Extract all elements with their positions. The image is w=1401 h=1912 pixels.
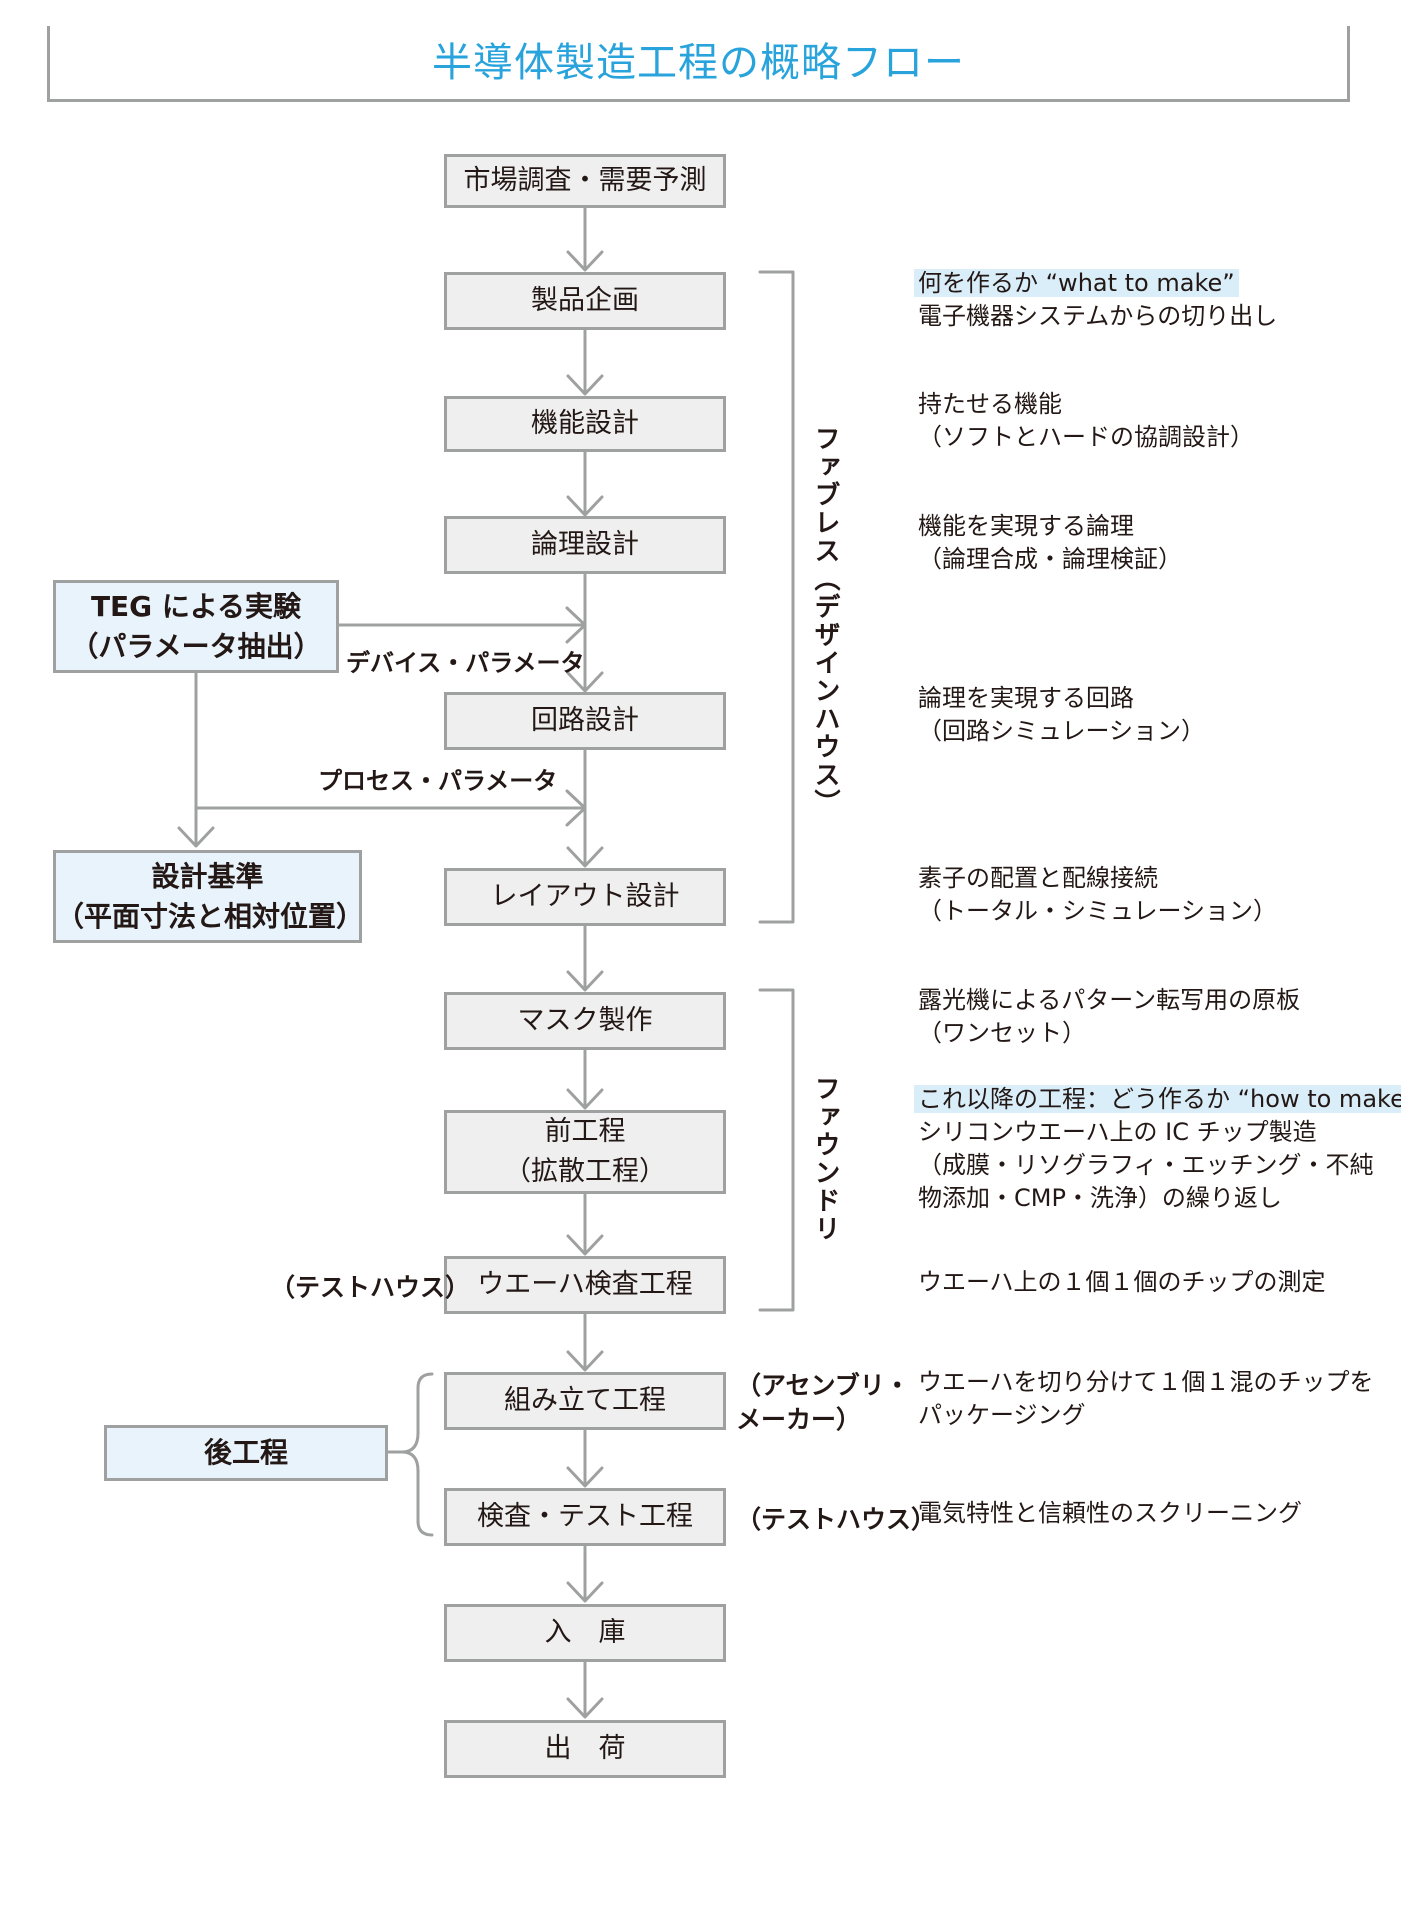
design-rules-box: 設計基準 （平面寸法と相対位置） [53, 850, 365, 943]
arrow-device-parameter [337, 606, 587, 644]
note-line: 電子機器システムからの切り出し [918, 302, 1278, 330]
arrow-1-2 [566, 206, 604, 272]
back-process-brace [400, 1372, 434, 1537]
note-line: 物添加・CMP・洗浄）の繰り返し [918, 1184, 1282, 1212]
step-label: 論理設計 [531, 529, 639, 560]
step-label: 製品企画 [531, 285, 639, 316]
arrow-9-10 [566, 1312, 604, 1372]
step-label: 回路設計 [531, 705, 639, 736]
arrow-7-8 [566, 1048, 604, 1110]
note-line: 電気特性と信頼性のスクリーニング [918, 1499, 1302, 1527]
page-title: 半導体製造工程の概略フロー [432, 40, 965, 86]
note-wafer-inspection: ウエーハ上の１個１個のチップの測定 [918, 1266, 1326, 1299]
step-market-research: 市場調査・需要予測 [444, 154, 726, 208]
note-line: シリコンウエーハ上の IC チップ製造 [918, 1118, 1317, 1146]
note-line: （論理合成・論理検証） [918, 545, 1182, 573]
foundry-label: ファウンドリ [810, 1075, 840, 1243]
arrow-4-5 [566, 572, 604, 693]
note-line: パッケージング [918, 1401, 1086, 1429]
step-label: 出 荷 [544, 1733, 626, 1764]
note-line: 論理を実現する回路 [918, 684, 1134, 712]
fabless-label: ファブレス（デザインハウス） [810, 425, 840, 817]
arrow-teg-to-design [177, 671, 215, 848]
teg-label-line1: TEG による実験 [90, 589, 302, 623]
note-line: （ワンセット） [918, 1019, 1086, 1047]
note-line: ウエーハを切り分けて１個１混のチップを [918, 1368, 1374, 1396]
note-function-design: 持たせる機能 （ソフトとハードの協調設計） [918, 388, 1254, 454]
note-line: （トータル・シミュレーション） [918, 897, 1278, 925]
note-line: （成膜・リソグラフィ・エッチング・不純 [918, 1151, 1374, 1179]
step-label: ウエーハ検査工程 [477, 1269, 693, 1300]
arrow-6-7 [566, 924, 604, 992]
note-product-planning: 何を作るか “what to make” 電子機器システムからの切り出し [914, 267, 1278, 333]
note-logic-design: 機能を実現する論理 （論理合成・論理検証） [918, 510, 1182, 576]
design-rules-label-line1: 設計基準 [151, 859, 264, 893]
design-rules-label-line2: （平面寸法と相対位置） [56, 899, 365, 933]
arrow-12-13 [566, 1660, 604, 1719]
device-parameter-label: デバイス・パラメータ [346, 649, 585, 677]
arrow-3-4 [566, 450, 604, 517]
step-label-line1: 前工程 [544, 1116, 626, 1147]
step-function-design: 機能設計 [444, 396, 726, 452]
step-label: レイアウト設計 [490, 881, 680, 912]
note-line: 持たせる機能 [918, 390, 1062, 418]
back-process-label: 後工程 [203, 1436, 288, 1469]
process-parameter-label: プロセス・パラメータ [318, 767, 558, 795]
step-mask-fabrication: マスク製作 [444, 992, 726, 1050]
step-assembly: 組み立て工程 [444, 1372, 726, 1430]
teg-experiment-box: TEG による実験 （パラメータ抽出） [53, 580, 339, 673]
note-circuit-design: 論理を実現する回路 （回路シミュレーション） [918, 682, 1205, 748]
step-label: 機能設計 [531, 408, 639, 439]
arrow-process-parameter [194, 789, 587, 827]
step-layout-design: レイアウト設計 [444, 868, 726, 926]
arrow-10-11 [566, 1428, 604, 1488]
step-warehousing: 入 庫 [444, 1604, 726, 1662]
step-logic-design: 論理設計 [444, 516, 726, 574]
note-line: ウエーハ上の１個１個のチップの測定 [918, 1268, 1326, 1296]
step-label: 入 庫 [544, 1617, 626, 1648]
step-label-line2: （拡散工程） [504, 1156, 666, 1187]
test-house-label-2: （テストハウス） [736, 1505, 937, 1534]
note-front-end-process: これ以降の工程：どう作るか “how to make” シリコンウエーハ上の I… [914, 1083, 1401, 1215]
step-label: 組み立て工程 [504, 1385, 666, 1416]
arrow-2-3 [566, 328, 604, 396]
step-wafer-inspection: ウエーハ検査工程 [444, 1256, 726, 1314]
note-line: （ソフトとハードの協調設計） [918, 423, 1254, 451]
test-house-label-1: （テストハウス） [270, 1273, 471, 1302]
step-label: 検査・テスト工程 [477, 1501, 693, 1532]
step-label: 市場調査・需要予測 [463, 165, 707, 196]
assembly-maker-label-line1: （アセンブリ・ [736, 1371, 910, 1400]
step-product-planning: 製品企画 [444, 272, 726, 330]
fabless-bracket [758, 270, 795, 924]
step-front-end-process: 前工程 （拡散工程） [444, 1110, 726, 1194]
note-line: 機能を実現する論理 [918, 512, 1134, 540]
step-circuit-design: 回路設計 [444, 692, 726, 750]
note-line: 露光機によるパターン転写用の原板 [918, 986, 1301, 1014]
note-highlight: これ以降の工程：どう作るか “how to make” [914, 1085, 1401, 1113]
back-process-box: 後工程 [104, 1425, 388, 1481]
note-layout-design: 素子の配置と配線接続 （トータル・シミュレーション） [918, 862, 1277, 928]
arrow-11-12 [566, 1544, 604, 1603]
step-test: 検査・テスト工程 [444, 1488, 726, 1546]
teg-label-line2: （パラメータ抽出） [70, 629, 322, 663]
note-line: 素子の配置と配線接続 [918, 864, 1158, 892]
note-highlight: 何を作るか “what to make” [914, 269, 1239, 297]
assembly-maker-label-line2: メーカー） [736, 1405, 862, 1434]
note-test: 電気特性と信頼性のスクリーニング [918, 1497, 1302, 1530]
note-mask-fabrication: 露光機によるパターン転写用の原板 （ワンセット） [918, 984, 1300, 1050]
note-line: （回路シミュレーション） [918, 717, 1206, 745]
foundry-bracket [758, 988, 795, 1312]
title-frame: 半導体製造工程の概略フロー [47, 26, 1350, 102]
step-label: マスク製作 [517, 1005, 653, 1036]
note-assembly: ウエーハを切り分けて１個１混のチップを パッケージング [918, 1366, 1374, 1432]
arrow-8-9 [566, 1192, 604, 1256]
step-shipping: 出 荷 [444, 1720, 726, 1778]
